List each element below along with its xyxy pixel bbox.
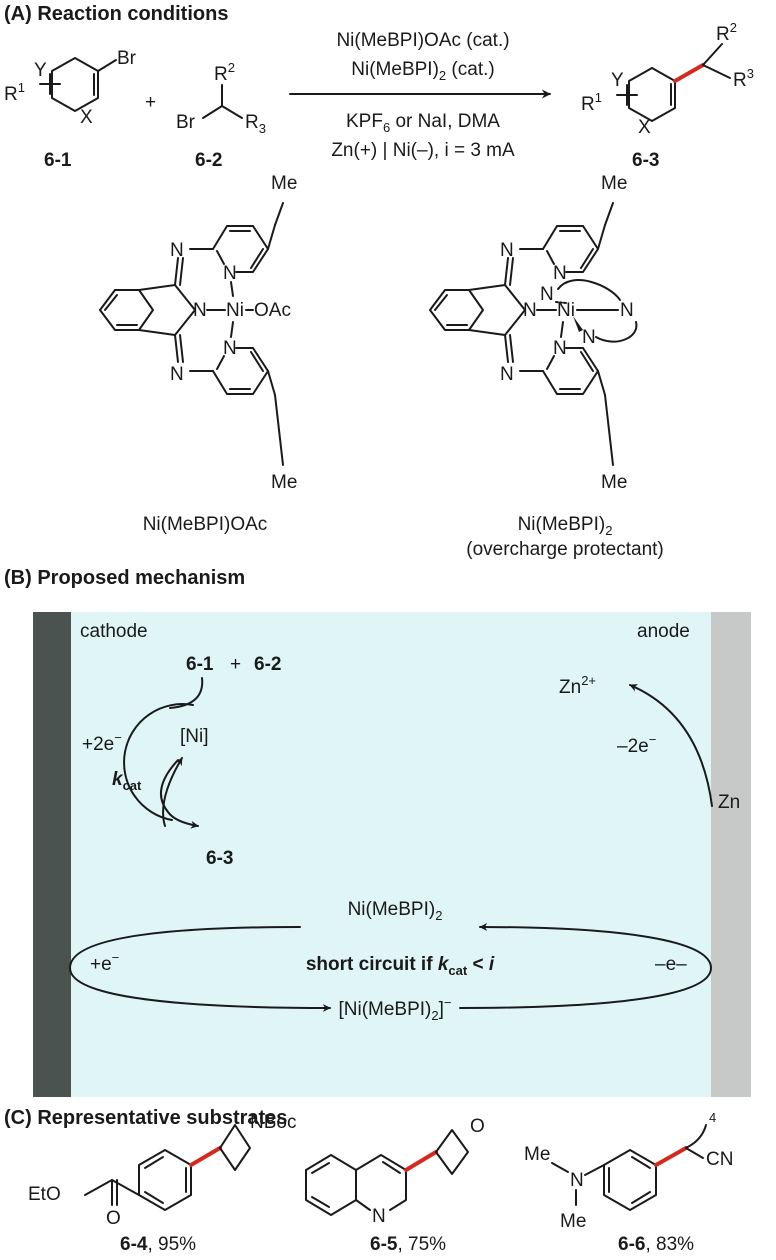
cat2-name: Ni(MeBPI)2 bbox=[518, 514, 613, 538]
r3-product: R3 bbox=[733, 66, 754, 91]
me-top-2: Me bbox=[601, 173, 627, 194]
oac-label: OAc bbox=[254, 300, 291, 321]
zn-label: Zn bbox=[718, 792, 740, 813]
product-6-3-label: 6-3 bbox=[206, 848, 233, 869]
eto-label: EtO bbox=[28, 1184, 61, 1205]
n-imine-top: N bbox=[170, 240, 184, 261]
minus-e-label: –e– bbox=[655, 954, 687, 975]
n-pyr-bottom: N bbox=[223, 338, 237, 359]
yield-6-6: 6-6, 83% bbox=[618, 1234, 694, 1255]
short-circuit-label: short circuit if kcat < i bbox=[306, 954, 495, 978]
plus-e-label: +e− bbox=[90, 950, 119, 975]
n-quinoline: N bbox=[372, 1206, 386, 1227]
section-c-title: (C) Representative substrates bbox=[4, 1107, 287, 1129]
kcat-label: kcat bbox=[112, 769, 142, 793]
reagent-plus: + bbox=[230, 654, 241, 675]
n-imine-top-2: N bbox=[500, 240, 514, 261]
anion-label: [Ni(MeBPI)2]− bbox=[338, 995, 451, 1023]
me-n-2: Me bbox=[560, 1211, 586, 1232]
aryl-bromide-6-1: Br Y X R1 6-1 bbox=[4, 48, 137, 171]
chain-count: 4 bbox=[709, 1110, 716, 1125]
plus-sign: + bbox=[145, 92, 156, 113]
short-circuit-loop: Ni(MeBPI)2 +e− short circuit if kcat < i… bbox=[69, 899, 712, 1023]
minus-2e-label: –2e− bbox=[617, 732, 656, 757]
r1-label: R1 bbox=[4, 80, 25, 105]
label-6-2: 6-2 bbox=[195, 150, 222, 171]
n-ligand-c: N bbox=[582, 327, 596, 348]
n-dimethyl: N bbox=[570, 1170, 584, 1191]
plus-2e-label: +2e− bbox=[82, 730, 122, 755]
yield-6-5: 6-5, 75% bbox=[370, 1234, 446, 1255]
catalytic-cycle: 6-1 + 6-2 +2e− [Ni] kcat 6-3 bbox=[82, 654, 281, 869]
me-bottom: Me bbox=[271, 472, 297, 493]
cn-label: CN bbox=[706, 1149, 733, 1170]
yield-6-4: 6-4, 95% bbox=[120, 1234, 196, 1255]
n-pyr-top: N bbox=[223, 263, 237, 284]
r1-product: R1 bbox=[581, 90, 602, 115]
y-product: Y bbox=[611, 70, 624, 91]
r2-product: R2 bbox=[716, 20, 737, 45]
nimebpi2-label: Ni(MeBPI)2 bbox=[348, 899, 443, 923]
catalyst-ni-mebpi2: N N N Ni N Me N Me N N N Ni(MeBPI)2 (ove… bbox=[429, 173, 664, 560]
me-bottom-2: Me bbox=[601, 472, 627, 493]
anode-reaction: Zn2+ –2e− Zn bbox=[559, 673, 740, 813]
n-pyr-bottom-2: N bbox=[553, 338, 567, 359]
reagent-6-2: 6-2 bbox=[254, 654, 281, 675]
x-product: X bbox=[638, 117, 651, 138]
section-a-title: (A) Reaction conditions bbox=[4, 3, 228, 25]
n-central: N bbox=[193, 300, 207, 321]
zn2-label: Zn2+ bbox=[559, 673, 596, 698]
substrate-6-4: NBoc EtO O 6-4, 95% bbox=[28, 1112, 296, 1255]
alkyl-bromide-6-2: R2 Br R3 6-2 bbox=[176, 60, 266, 171]
substrate-6-5: N O 6-5, 75% bbox=[305, 1116, 485, 1255]
product-6-3: R2 R3 Y X R1 6-3 bbox=[581, 20, 754, 171]
r2-label: R2 bbox=[214, 60, 235, 85]
substrate-6-6: N Me Me 4 CN 6-6, 83% bbox=[524, 1110, 733, 1255]
catalyst-ni-mebpi-oac: N N N Ni OAc N Me N Me Ni(MeBPI)OAc bbox=[99, 173, 297, 535]
cathode-electrode bbox=[33, 612, 71, 1097]
cathode-label: cathode bbox=[80, 621, 148, 642]
cat2-role: (overcharge protectant) bbox=[466, 539, 664, 560]
n-imine-bottom-2: N bbox=[500, 364, 514, 385]
label-6-3: 6-3 bbox=[632, 150, 659, 171]
reagent-6-1: 6-1 bbox=[186, 654, 214, 675]
br-label-2: Br bbox=[176, 112, 196, 133]
label-6-1: 6-1 bbox=[44, 150, 72, 171]
y-label: Y bbox=[34, 60, 47, 81]
n-ligand-b: N bbox=[620, 300, 634, 321]
condition-2: Ni(MeBPI)2 (cat.) bbox=[351, 59, 494, 83]
n-central-2: N bbox=[523, 300, 537, 321]
section-b-title: (B) Proposed mechanism bbox=[4, 567, 245, 589]
n-pyr-top-2: N bbox=[553, 263, 567, 284]
anode-electrode bbox=[711, 612, 751, 1097]
condition-4: Zn(+) | Ni(–), i = 3 mA bbox=[331, 140, 515, 161]
o-oxetane: O bbox=[470, 1116, 485, 1137]
r3-label: R3 bbox=[245, 112, 266, 136]
br-label: Br bbox=[117, 48, 137, 69]
me-top: Me bbox=[271, 173, 297, 194]
n-ligand-a: N bbox=[540, 284, 554, 305]
me-n-1: Me bbox=[524, 1144, 550, 1165]
nboc-label: NBoc bbox=[250, 1112, 296, 1133]
cat1-name: Ni(MeBPI)OAc bbox=[143, 514, 268, 535]
ni-catalyst-label: [Ni] bbox=[180, 726, 209, 747]
condition-1: Ni(MeBPI)OAc (cat.) bbox=[336, 30, 509, 51]
anode-label: anode bbox=[637, 621, 690, 642]
n-imine-bottom: N bbox=[170, 364, 184, 385]
x-label: X bbox=[80, 107, 93, 128]
condition-3: KPF6 or NaI, DMA bbox=[346, 111, 500, 135]
cell-background bbox=[70, 612, 711, 1097]
o-carbonyl: O bbox=[106, 1208, 121, 1229]
ni-atom: Ni bbox=[226, 300, 244, 321]
ni-atom-2: Ni bbox=[557, 300, 575, 321]
